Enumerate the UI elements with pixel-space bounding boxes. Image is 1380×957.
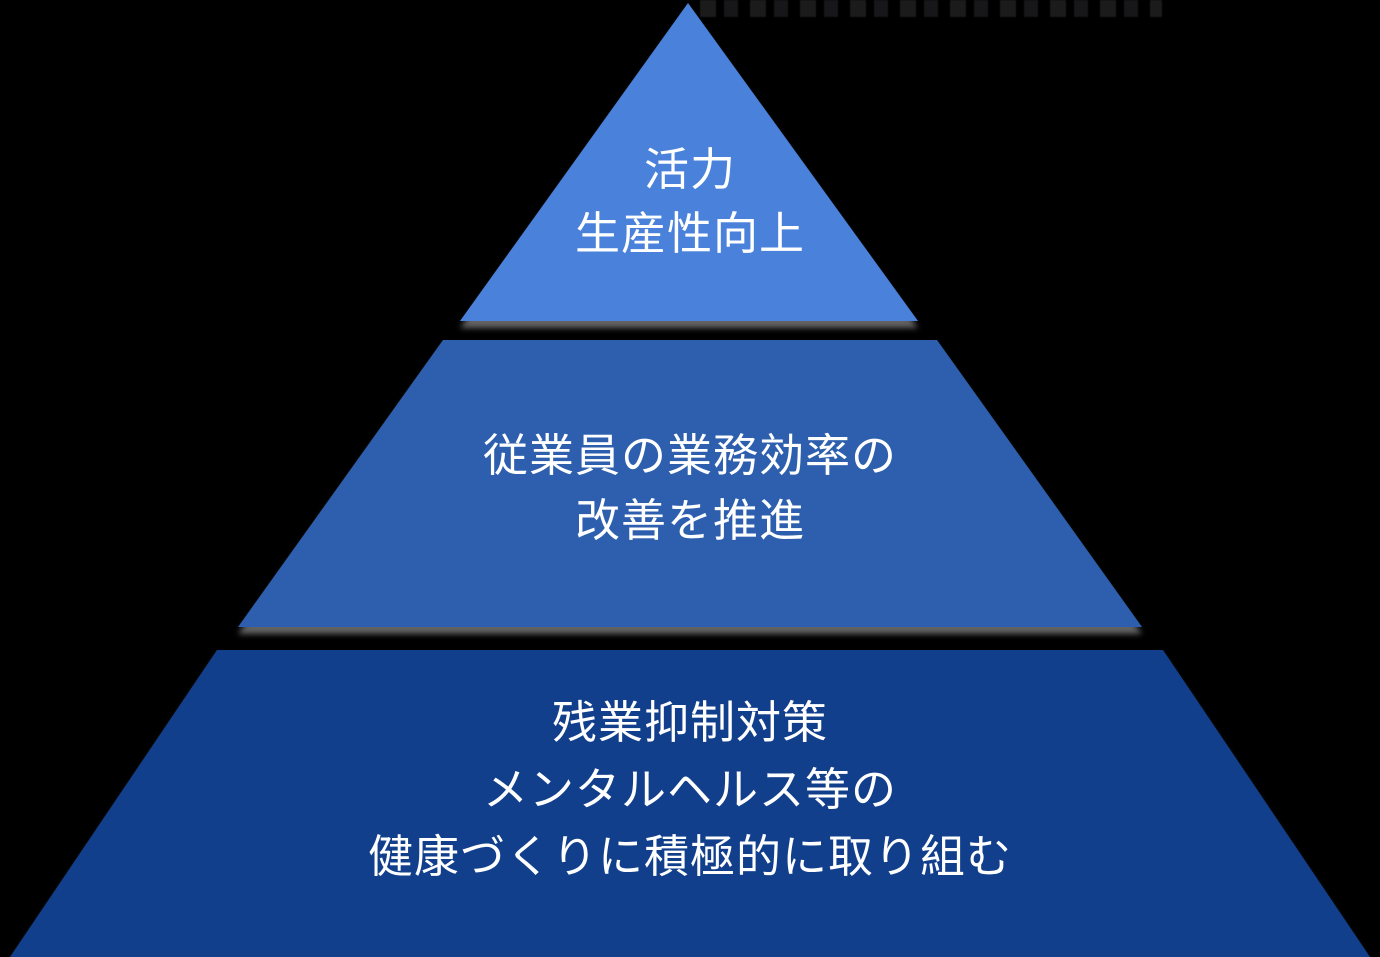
- cropped-text-artifact: [700, 0, 1162, 17]
